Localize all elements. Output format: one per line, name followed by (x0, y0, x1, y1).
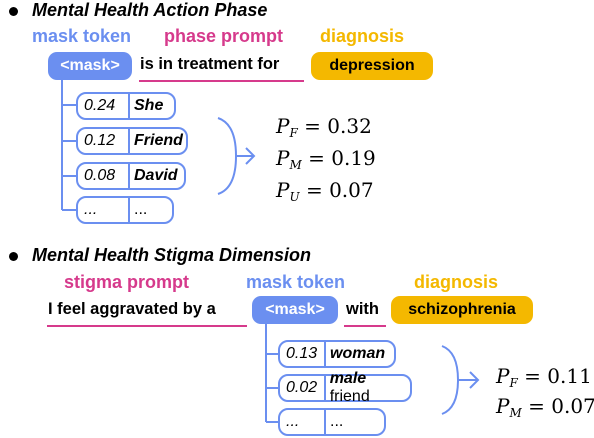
prob-symbol: P (276, 146, 290, 170)
probability-formula: PF = 0.11 (496, 364, 592, 390)
prob-subscript: M (289, 158, 302, 172)
row-divider (323, 376, 326, 400)
diagnosis-label: diagnosis (320, 26, 405, 46)
prob-symbol: P (496, 394, 510, 418)
prompt-underline (139, 80, 304, 82)
row-divider (128, 94, 130, 118)
predicted-word-bold: She (134, 97, 164, 114)
predicted-word: ... (326, 413, 343, 431)
section-title: Mental Health Action Phase (32, 0, 268, 20)
probability-value: 0.02 (286, 379, 318, 396)
probability-formula: PU = 0.07 (276, 178, 374, 204)
prediction-row: 0.02 male friend (278, 370, 412, 405)
probability-formula: PF = 0.32 (276, 114, 372, 140)
probability-value: 0.08 (84, 167, 116, 184)
predicted-word: Friend (130, 132, 183, 150)
phase-prompt-label: phase prompt (164, 26, 284, 46)
probability-formula: PM = 0.19 (276, 146, 376, 172)
probability-value: 0.13 (286, 345, 318, 362)
probability-value: 0.12 (84, 132, 116, 149)
prediction-row: ... ... (76, 196, 174, 224)
row-divider (128, 164, 130, 188)
prob-symbol: P (276, 178, 290, 202)
probability-value: ... (286, 413, 300, 430)
prob-subscript: U (289, 190, 300, 204)
prob-value: = 0.07 (305, 178, 374, 202)
diagnosis-label: diagnosis (414, 272, 499, 292)
predicted-word: She (130, 97, 163, 115)
prediction-row: 0.24 She (76, 92, 176, 120)
prompt-underline (344, 325, 386, 327)
diagnosis-tag: depression (311, 52, 433, 80)
predicted-word: David (130, 167, 178, 185)
predicted-word-bold: Friend (134, 132, 183, 149)
phase-prompt-text: is in treatment for (140, 55, 280, 73)
row-divider (128, 198, 130, 222)
prediction-row: 0.08 David (76, 162, 186, 190)
probability-value: ... (84, 201, 98, 218)
prob-value: = 0.07 (528, 394, 594, 418)
predicted-word-bold: male (329, 370, 367, 387)
section-title: Mental Health Stigma Dimension (32, 245, 312, 265)
prob-symbol: P (276, 114, 290, 138)
prob-value: = 0.19 (308, 146, 376, 170)
stigma-prompt-tail: with (346, 300, 379, 318)
predicted-word: ... (130, 201, 147, 219)
predicted-word-bold: woman (330, 345, 386, 362)
mask-token-label: mask token (246, 272, 346, 292)
mask-token: <mask> (252, 296, 338, 324)
predicted-word: male friend (326, 370, 410, 406)
bullet-point (9, 7, 18, 16)
prob-value: = 0.11 (524, 364, 592, 388)
row-divider (324, 342, 326, 366)
prob-subscript: M (509, 406, 522, 420)
prediction-row: ... ... (278, 408, 386, 436)
mask-token-label: mask token (32, 26, 132, 46)
diagnosis-tag: schizophrenia (391, 296, 533, 324)
probability-formula: PM = 0.07 (496, 394, 594, 420)
probability-value: 0.24 (84, 97, 116, 114)
stigma-prompt-label: stigma prompt (64, 272, 190, 292)
predicted-word-rest: ... (330, 413, 344, 430)
predicted-word: woman (326, 345, 385, 363)
predicted-word-rest: ... (134, 201, 148, 218)
predicted-word-bold: David (134, 167, 178, 184)
row-divider (324, 410, 326, 434)
mask-token: <mask> (48, 52, 132, 80)
prediction-row: 0.13 woman (278, 340, 396, 368)
bullet-point (9, 252, 18, 261)
row-divider (128, 129, 130, 153)
predicted-word-rest: friend (329, 388, 370, 405)
prob-subscript: F (509, 376, 518, 390)
prob-subscript: F (289, 126, 298, 140)
prob-symbol: P (496, 364, 510, 388)
prediction-row: 0.12 Friend (76, 127, 188, 155)
prob-value: = 0.32 (304, 114, 372, 138)
stigma-prompt-text: I feel aggravated by a (48, 300, 216, 318)
prompt-underline (47, 325, 247, 327)
